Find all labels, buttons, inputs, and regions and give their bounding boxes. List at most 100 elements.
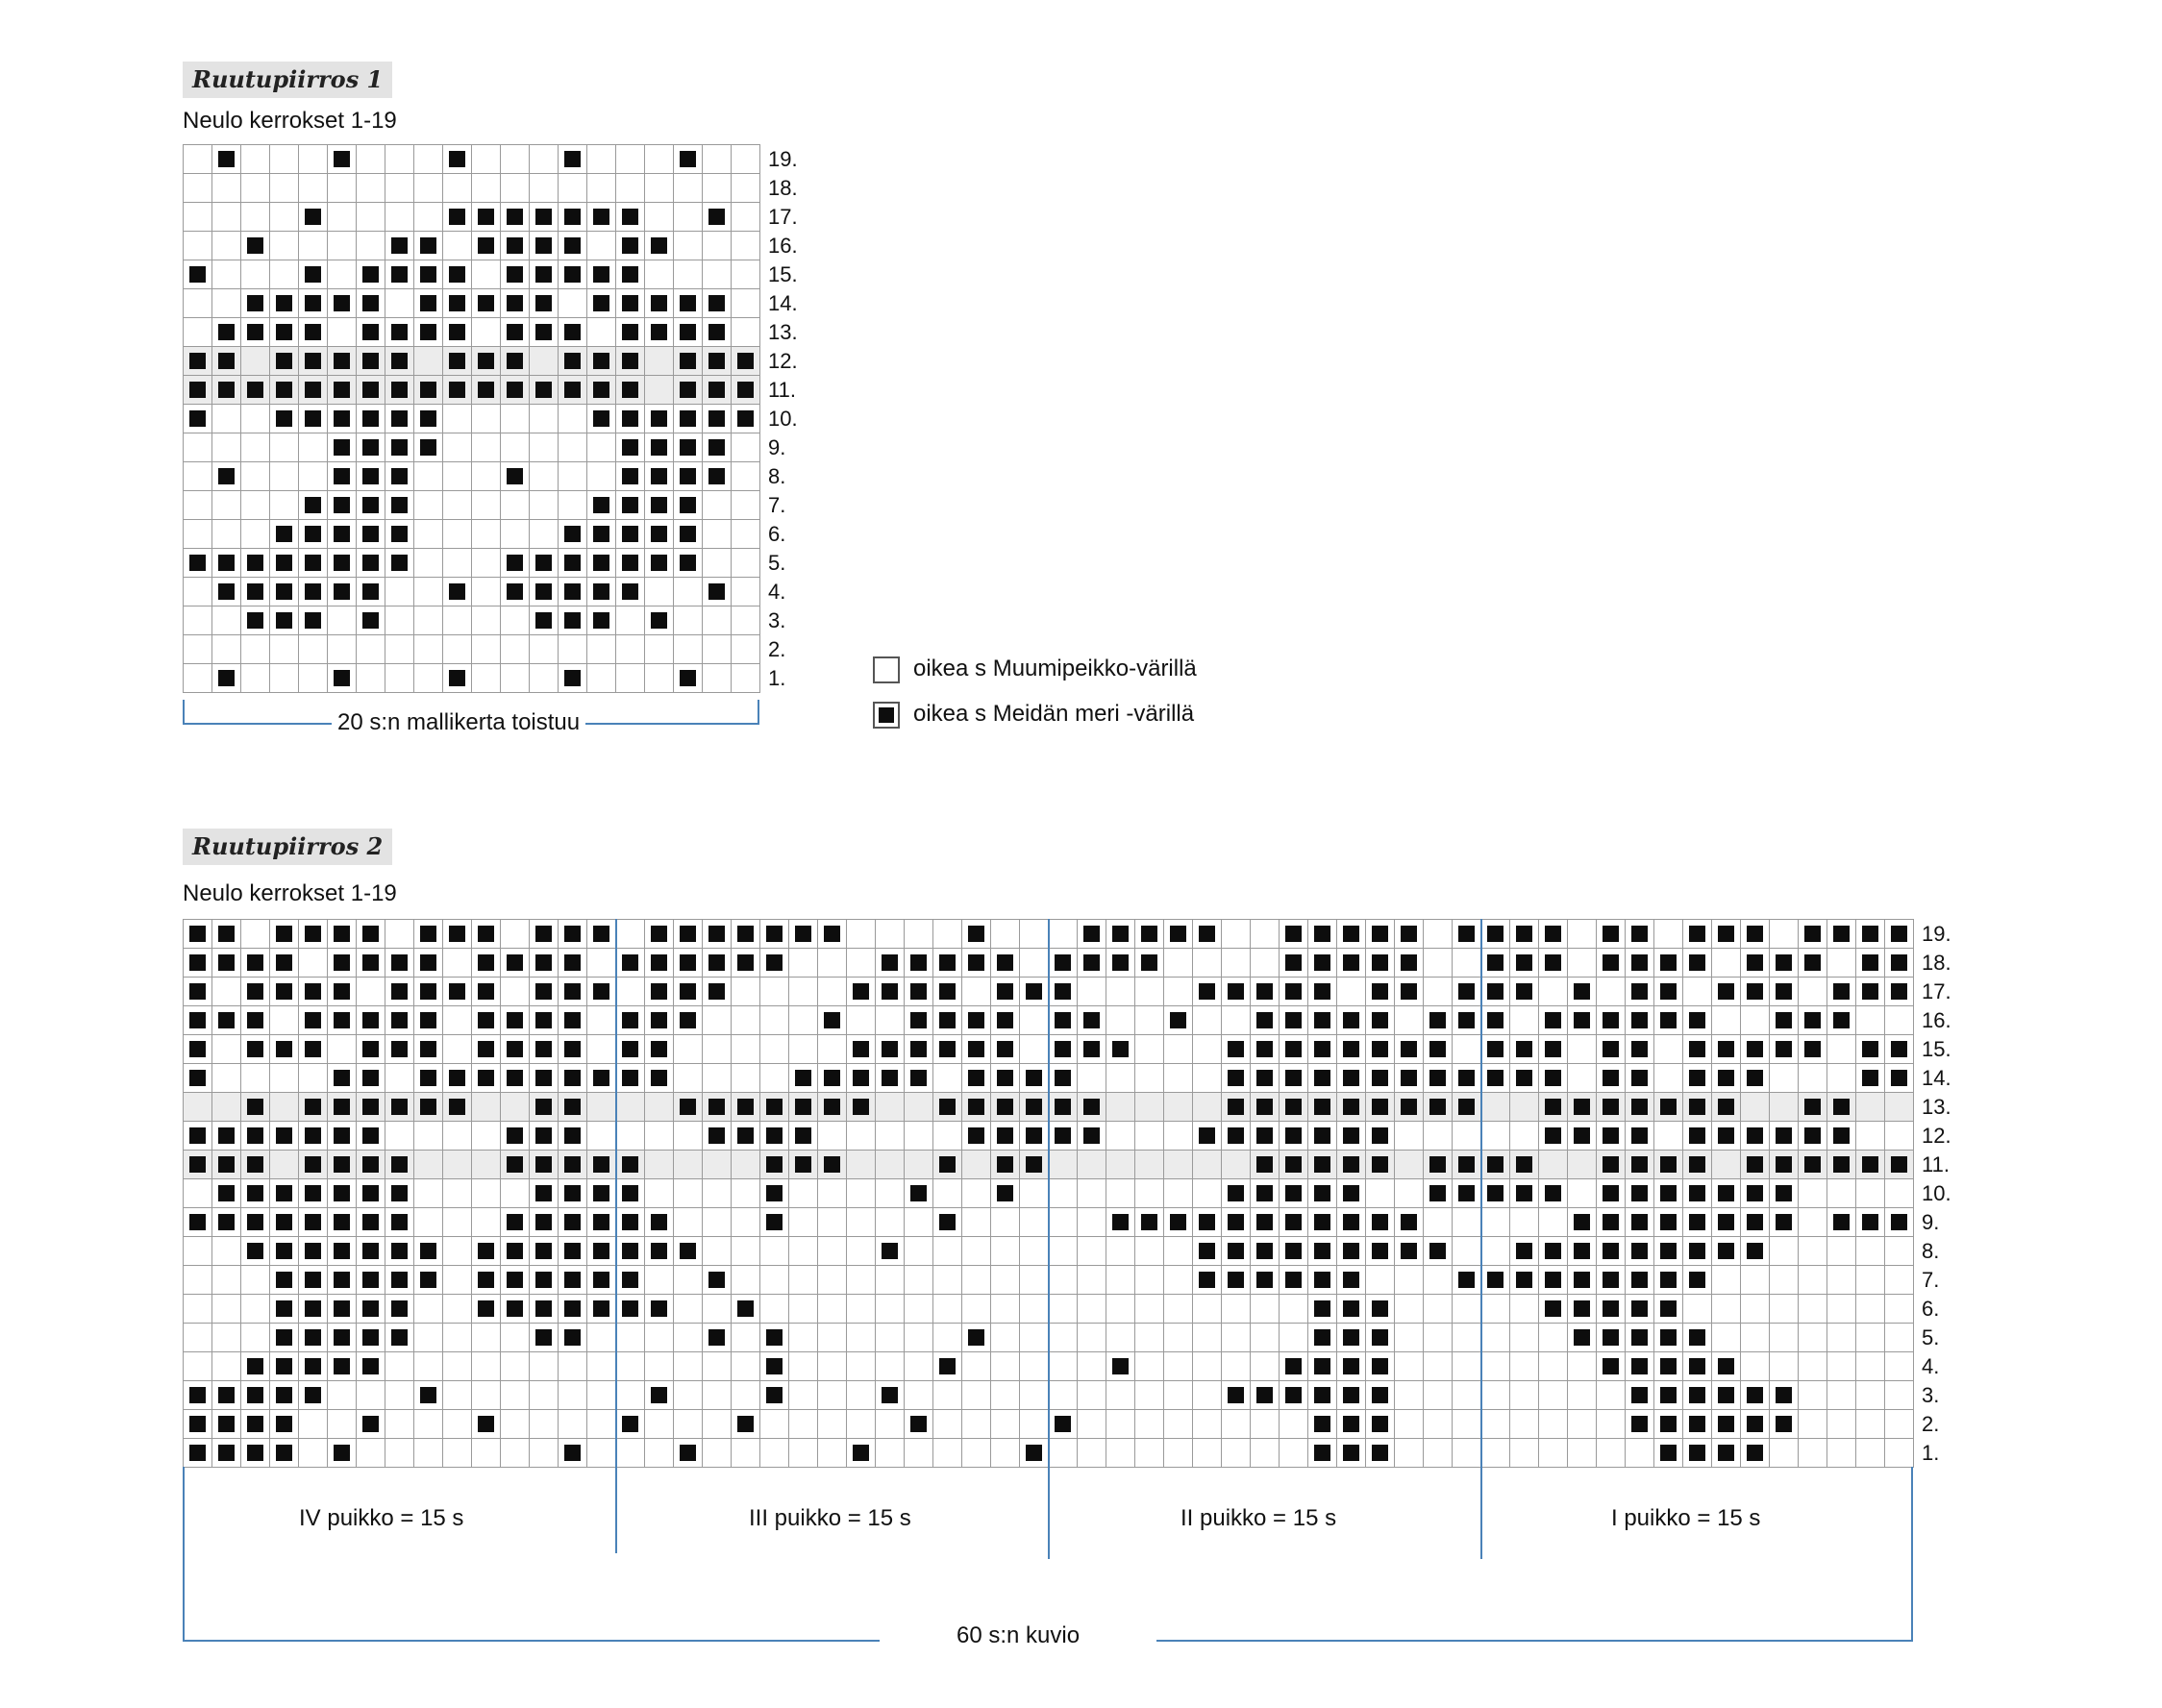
chart1-cell (645, 606, 674, 635)
chart2-cell (1827, 1237, 1856, 1266)
chart2-cell (559, 1410, 587, 1439)
chart2-cell (876, 1352, 905, 1381)
chart2-stitch-mark (1082, 1098, 1101, 1116)
chart2-cell (1510, 949, 1539, 978)
chart1-cell (299, 433, 328, 462)
chart1-row-label: 6. (768, 522, 786, 546)
chart1-cell (328, 145, 357, 174)
chart1-stitch-mark (679, 409, 697, 428)
chart2-stitch-mark (1659, 1357, 1677, 1375)
chart2-stitch-mark (1342, 1126, 1360, 1145)
chart2-cell (933, 1151, 962, 1179)
chart2-cell (1078, 1439, 1106, 1468)
chart2-cell (1453, 1122, 1481, 1151)
chart1-cell (530, 405, 559, 433)
chart2-cell (299, 1179, 328, 1208)
chart2-stitch-mark (1371, 1040, 1389, 1058)
chart1-row-label: 5. (768, 551, 786, 575)
chart2-cell (328, 1179, 357, 1208)
chart1-cell (616, 318, 645, 347)
chart1-stitch-mark (679, 554, 697, 572)
chart2-cell (501, 1064, 530, 1093)
chart2-cell (270, 1179, 299, 1208)
chart2-cell (559, 1266, 587, 1295)
chart2-stitch-mark (1342, 1386, 1360, 1404)
chart2-stitch-mark (1515, 925, 1533, 943)
chart2-stitch-mark (1602, 1040, 1620, 1058)
chart1-cell (530, 145, 559, 174)
chart2-stitch-mark (188, 1213, 207, 1231)
chart1-stitch-mark (275, 352, 293, 370)
chart1-stitch-mark (448, 381, 466, 399)
chart2-cell (559, 1295, 587, 1324)
chart1-cell (732, 606, 760, 635)
chart2-cell (674, 1035, 703, 1064)
chart1-cell (732, 491, 760, 520)
chart2-cell (1712, 1324, 1741, 1352)
chart1-cell (385, 462, 414, 491)
chart1-stitch-mark (563, 611, 582, 630)
chart2-cell (1280, 978, 1308, 1006)
chart2-cell (1453, 1006, 1481, 1035)
chart2-stitch-mark (1659, 1155, 1677, 1174)
chart2-cell (674, 1439, 703, 1468)
chart1-cell (703, 578, 732, 606)
chart2-cell (674, 978, 703, 1006)
chart2-cell (1049, 1208, 1078, 1237)
chart1-row-label: 1. (768, 666, 786, 690)
chart2-cell (1481, 1179, 1510, 1208)
chart2-cell (732, 1035, 760, 1064)
chart1-cell (559, 462, 587, 491)
chart2-stitch-mark (1342, 1069, 1360, 1087)
chart2-stitch-mark (534, 1098, 553, 1116)
chart2-stitch-mark (996, 1155, 1014, 1174)
chart2-stitch-mark (852, 1098, 870, 1116)
chart2-cell (1539, 1093, 1568, 1122)
chart2-stitch-mark (967, 925, 985, 943)
chart2-cell (1827, 1179, 1856, 1208)
chart2-cell (1654, 920, 1683, 949)
chart2-stitch-mark (1746, 1184, 1764, 1202)
chart1-cell (184, 635, 212, 664)
chart2-cell (1164, 1439, 1193, 1468)
chart1-stitch-mark (390, 381, 409, 399)
chart2-cell (789, 1237, 818, 1266)
chart2-cell (1251, 1151, 1280, 1179)
chart2-stitch-mark (1688, 953, 1706, 972)
chart2-stitch-mark (1602, 1098, 1620, 1116)
chart2-stitch-mark (1573, 1011, 1591, 1029)
chart1-row-label: 19. (768, 147, 798, 171)
chart1-stitch-mark (448, 294, 466, 312)
chart2-cell (876, 1064, 905, 1093)
chart2-cell (1193, 1324, 1222, 1352)
chart1-cell (414, 433, 443, 462)
chart2-stitch-mark (1775, 982, 1793, 1001)
chart2-stitch-mark (188, 1386, 207, 1404)
chart2-stitch-mark (1602, 1184, 1620, 1202)
chart2-cell (1654, 1410, 1683, 1439)
chart2-stitch-mark (333, 1184, 351, 1202)
chart2-cell (1049, 1179, 1078, 1208)
chart2-cell (703, 1295, 732, 1324)
chart2-cell (1078, 949, 1106, 978)
chart1-cell (212, 520, 241, 549)
chart2-cell (1280, 1035, 1308, 1064)
chart2-cell (1308, 920, 1337, 949)
chart2-cell (1193, 978, 1222, 1006)
chart2-stitch-mark (1371, 982, 1389, 1001)
chart2-cell (1799, 1006, 1827, 1035)
chart1-stitch-mark (563, 582, 582, 601)
chart1-stitch-mark (390, 409, 409, 428)
chart2-cell (1106, 1179, 1135, 1208)
chart2-stitch-mark (1371, 1242, 1389, 1260)
chart1-cell (270, 606, 299, 635)
chart2-stitch-mark (246, 1011, 264, 1029)
chart2-stitch-mark (419, 1271, 437, 1289)
chart2-cell (270, 920, 299, 949)
chart1-stitch-mark (390, 496, 409, 514)
chart2-cell (1424, 1439, 1453, 1468)
chart2-cell (1510, 1208, 1539, 1237)
chart1-cell (328, 606, 357, 635)
chart2-cell (1856, 1237, 1885, 1266)
chart2-stitch-mark (1313, 1328, 1331, 1347)
